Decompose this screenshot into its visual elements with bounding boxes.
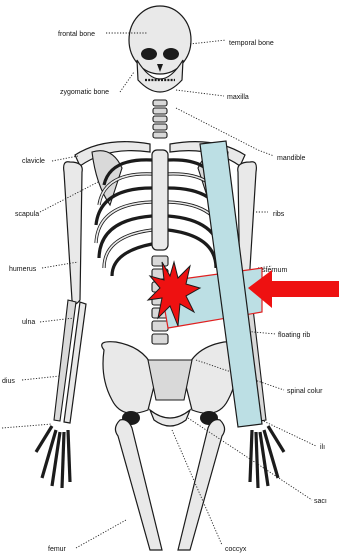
pelvis (102, 342, 239, 426)
skull (129, 6, 191, 92)
label-scapula: scapula (15, 211, 39, 218)
label-frontal-bone: frontal bone (58, 31, 95, 38)
label-maxilla: maxilla (227, 94, 249, 101)
label-floating-rib: floating rib (278, 332, 310, 339)
label-zygomatic-bone: zygomatic bone (60, 89, 109, 96)
label-clavicle: clavicle (22, 158, 45, 165)
label-sternum: sternum (262, 267, 287, 274)
label-ulna: ulna (22, 319, 35, 326)
cervical-spine (153, 100, 167, 138)
label-mandible: mandible (277, 155, 306, 162)
label-sacrum: sacı (314, 498, 327, 505)
label-temporal-bone: temporal bone (229, 40, 274, 47)
legs (115, 420, 224, 550)
label-coccyx: coccyx (225, 546, 247, 553)
label-ribs: ribs (273, 211, 285, 218)
label-radius: dius (2, 378, 15, 385)
label-humerus: humerus (9, 266, 37, 273)
label-femur: femur (48, 546, 67, 553)
label-spinal-column: spinal colur (287, 388, 323, 395)
label-ilium: ilı (320, 444, 325, 451)
